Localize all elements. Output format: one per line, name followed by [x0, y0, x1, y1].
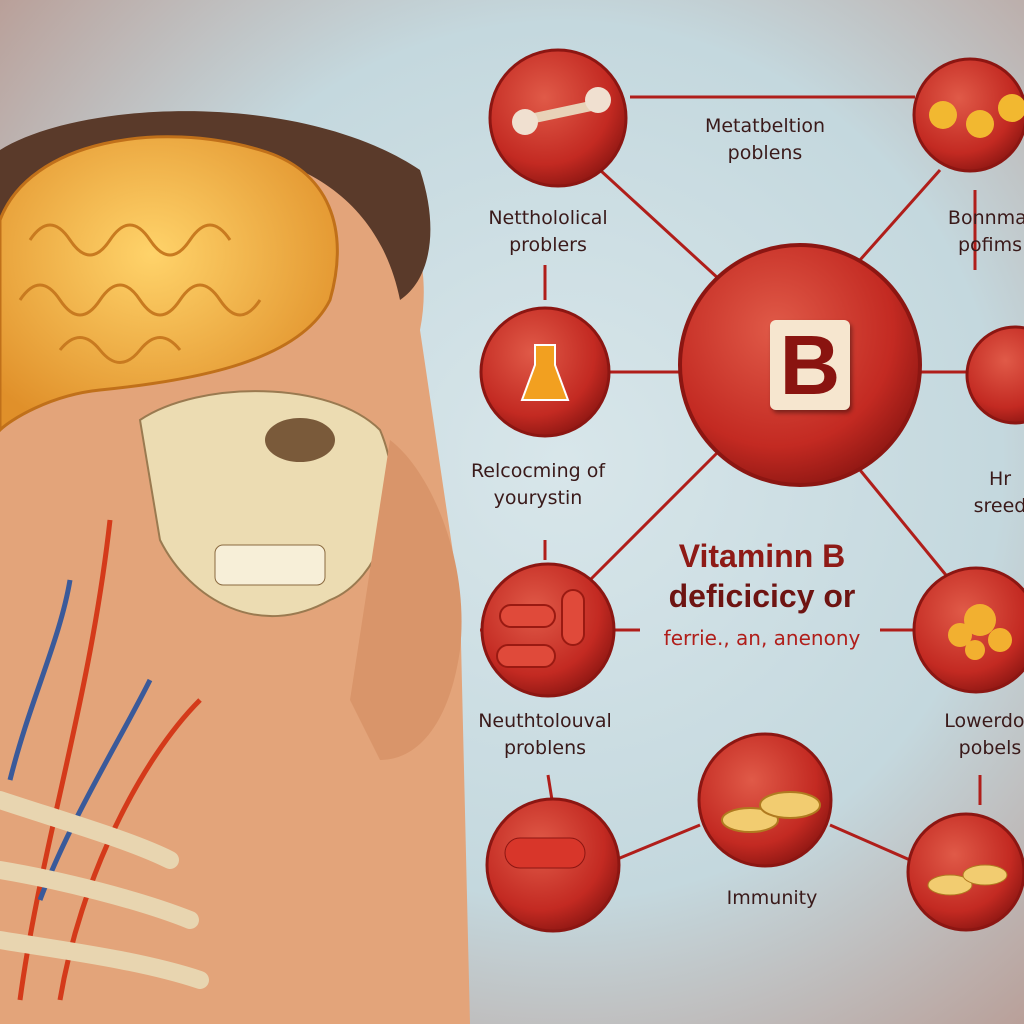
label-line: Lowerdov	[944, 710, 1024, 732]
label-line: Metatbeltion	[704, 115, 826, 137]
label-line: yourystin	[493, 487, 583, 509]
label-line: sreed	[973, 495, 1024, 517]
label-line: Relcocming of	[470, 460, 606, 482]
label-recovery: Relcocming of yourystin	[471, 458, 605, 512]
node-glass	[965, 325, 1024, 425]
label-immunity: Immunity	[726, 887, 818, 909]
capsule-icon	[504, 837, 586, 869]
label-lower: Lowerdov pobels	[944, 708, 1024, 762]
head-illustration	[0, 111, 470, 1024]
node-pills	[480, 562, 616, 698]
node-spheres	[912, 57, 1024, 173]
label-line: pofims	[957, 234, 1023, 256]
label-metabolism: Metatbeltion poblens	[705, 113, 825, 167]
coins-icon	[721, 791, 821, 833]
label-line: poblens	[727, 142, 803, 164]
label-line: problens	[503, 737, 587, 759]
label-line: problers	[509, 234, 587, 256]
label-line: pobels	[958, 737, 1022, 759]
spheres-icon	[929, 94, 1024, 138]
flask-icon	[520, 344, 570, 401]
label-neuro-top: Netthololical problers	[488, 205, 607, 259]
label-neuro-bottom: Neuthtolouval problens	[478, 708, 612, 762]
title-line-1: Vitaminn B	[678, 538, 846, 574]
cluster-icon	[948, 604, 1012, 660]
label-line: Hr	[988, 468, 1012, 490]
label-line: Neuthtolouval	[478, 710, 612, 732]
label-heart: Hr sreed	[974, 466, 1024, 520]
title-line-2: deficicicy or	[668, 578, 856, 614]
vitamin-b-badge: B	[770, 320, 850, 410]
tablets-icon	[927, 864, 1008, 896]
label-bone: Bonnmal pofims	[948, 205, 1024, 259]
main-title: Vitaminn B deficicicy or	[669, 536, 856, 616]
label-line: Bonnmal	[947, 207, 1024, 229]
pills-icon	[496, 589, 585, 668]
label-line: Netthololical	[488, 207, 608, 229]
subtitle: ferrie., an, anenony	[663, 626, 861, 650]
dumbbell-icon	[512, 87, 611, 135]
